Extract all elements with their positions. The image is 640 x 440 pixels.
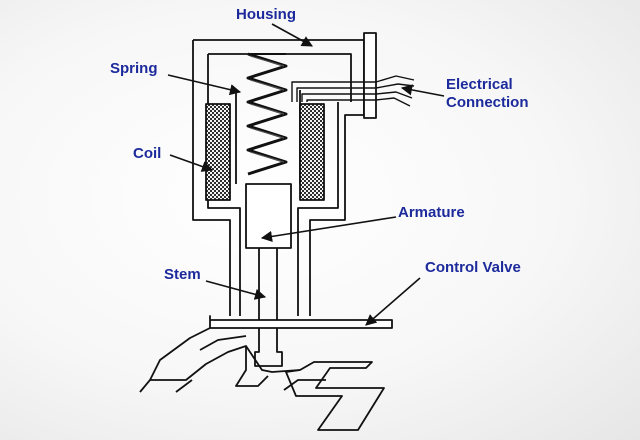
- housing-flange: [363, 32, 377, 119]
- armature-label: Armature: [398, 204, 465, 221]
- coil-left: [205, 103, 231, 201]
- control-valve-label: Control Valve: [425, 259, 521, 276]
- electrical-connection-label: Electrical Connection: [446, 76, 529, 112]
- stem-label: Stem: [164, 266, 201, 283]
- housing-label: Housing: [236, 6, 296, 23]
- armature: [245, 183, 292, 249]
- leader-spring: [167, 74, 242, 96]
- valve-plate: [209, 315, 393, 329]
- leader-coil: [169, 154, 214, 172]
- stem: [254, 248, 283, 367]
- spring-label: Spring: [110, 60, 158, 77]
- coil-right: [299, 103, 325, 201]
- electrical-label-line1: Electrical: [446, 76, 513, 93]
- spring: [246, 52, 288, 176]
- leader-armature: [260, 216, 397, 242]
- guide-tube: [235, 90, 301, 184]
- leader-control-valve: [365, 277, 421, 326]
- leader-housing: [271, 23, 313, 47]
- coil-label: Coil: [133, 145, 162, 162]
- valve-body: [139, 327, 385, 431]
- leader-stem: [205, 280, 267, 300]
- electrical-label-line2: Connection: [446, 94, 529, 111]
- electrical-wires: [291, 75, 415, 107]
- leader-electrical: [400, 84, 445, 97]
